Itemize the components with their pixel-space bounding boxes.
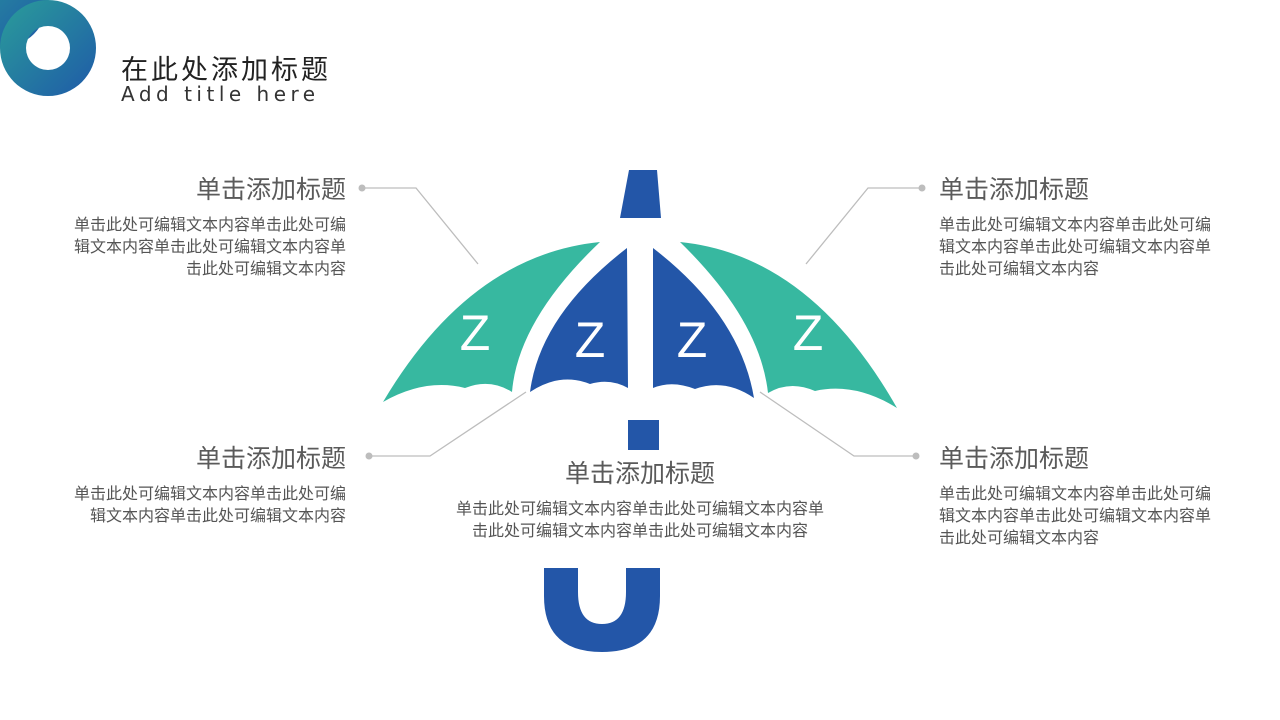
dot-top-left bbox=[358, 184, 366, 192]
panel-letter-3: Z bbox=[677, 312, 708, 368]
umbrella-handle bbox=[544, 568, 660, 652]
text-block-top-left: 单击添加标题 单击此处可编辑文本内容单击此处可编辑文本内容单击此处可编辑文本内容… bbox=[72, 170, 346, 280]
dot-top-right bbox=[918, 184, 926, 192]
connector-bottom-left bbox=[369, 391, 527, 457]
text-block-bottom-right: 单击添加标题 单击此处可编辑文本内容单击此处可编辑文本内容单击此处可编辑文本内容… bbox=[939, 439, 1213, 549]
umbrella-tip bbox=[620, 170, 661, 218]
panel-letter-2: Z bbox=[575, 312, 606, 368]
corner-ring-decoration bbox=[0, 0, 96, 96]
block-body[interactable]: 单击此处可编辑文本内容单击此处可编辑文本内容单击此处可编辑文本内容单击此处可编辑… bbox=[939, 215, 1212, 278]
umbrella-panel-inner-right bbox=[653, 248, 754, 398]
text-block-top-right: 单击添加标题 单击此处可编辑文本内容单击此处可编辑文本内容单击此处可编辑文本内容… bbox=[939, 170, 1213, 280]
block-title[interactable]: 单击添加标题 bbox=[939, 175, 1090, 204]
connector-lines bbox=[362, 187, 920, 457]
block-title[interactable]: 单击添加标题 bbox=[939, 444, 1090, 473]
block-body[interactable]: 单击此处可编辑文本内容单击此处可编辑文本内容单击此处可编辑文本内容单击此处可编辑… bbox=[455, 499, 824, 540]
panel-letter-4: Z bbox=[793, 305, 824, 361]
umbrella-panel-outer-left bbox=[383, 242, 600, 402]
page-subtitle: Add title here bbox=[121, 82, 320, 106]
connector-top-left bbox=[362, 187, 479, 265]
umbrella-icon bbox=[383, 170, 897, 652]
umbrella-shaft-segment bbox=[628, 420, 659, 450]
block-title[interactable]: 单击添加标题 bbox=[195, 175, 346, 204]
dot-bottom-left bbox=[365, 452, 373, 460]
connector-bottom-right bbox=[759, 391, 916, 457]
block-title[interactable]: 单击添加标题 bbox=[195, 444, 346, 473]
connector-dots bbox=[358, 184, 926, 460]
umbrella-letters: Z Z Z Z bbox=[460, 305, 824, 368]
umbrella-panel-outer-right bbox=[680, 242, 897, 408]
panel-letter-1: Z bbox=[460, 305, 491, 361]
block-body[interactable]: 单击此处可编辑文本内容单击此处可编辑文本内容单击此处可编辑文本内容单击此处可编辑… bbox=[73, 215, 346, 278]
connector-top-right bbox=[805, 187, 920, 265]
dot-bottom-right bbox=[912, 452, 920, 460]
block-body[interactable]: 单击此处可编辑文本内容单击此处可编辑文本内容单击此处可编辑文本内容 bbox=[73, 484, 346, 525]
text-block-bottom-center: 单击添加标题 单击此处可编辑文本内容单击此处可编辑文本内容单击此处可编辑文本内容… bbox=[455, 454, 825, 542]
block-body[interactable]: 单击此处可编辑文本内容单击此处可编辑文本内容单击此处可编辑文本内容单击此处可编辑… bbox=[939, 484, 1212, 547]
block-title[interactable]: 单击添加标题 bbox=[564, 459, 715, 488]
page-title: 在此处添加标题 bbox=[121, 55, 331, 86]
text-block-bottom-left: 单击添加标题 单击此处可编辑文本内容单击此处可编辑文本内容单击此处可编辑文本内容 bbox=[72, 439, 346, 527]
umbrella-panel-inner-left bbox=[530, 248, 628, 392]
